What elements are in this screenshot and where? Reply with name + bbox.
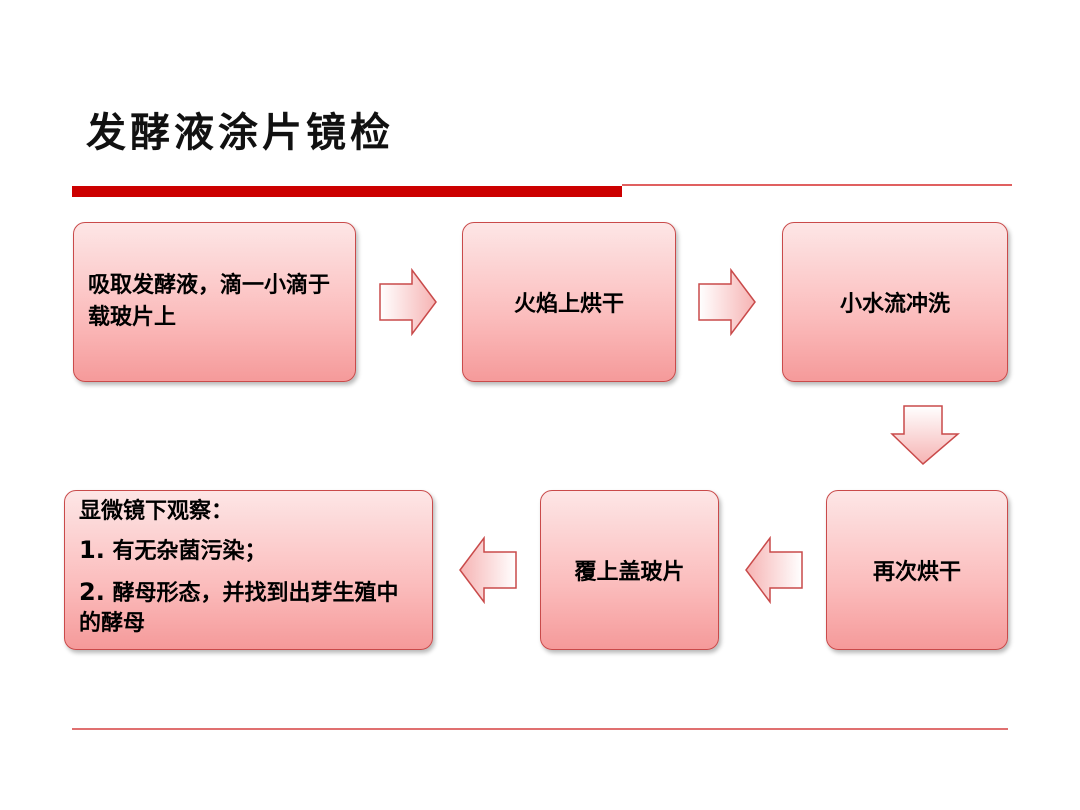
step-box-flame-dry: 火焰上烘干 [462,222,676,382]
step-label-flame-dry: 火焰上烘干 [513,292,624,317]
step-label-cover-slip: 覆上盖玻片 [574,560,685,585]
step-label-draw-liquid: 吸取发酵液，滴一小滴于载玻片上 [88,273,331,330]
down-arrow [890,405,960,466]
observe-item-1-text: 有无杂菌污染； [112,539,267,564]
step-box-draw-liquid: 吸取发酵液，滴一小滴于载玻片上 [73,222,356,382]
footer-divider [72,728,1008,730]
observe-item-2-text: 酵母形态，并找到出芽生殖中的酵母 [79,581,399,636]
left-arrow-2 [459,536,517,604]
slide-title: 发酵液涂片镜检 [86,109,394,156]
title-underline-thin [622,184,1012,186]
title-underline-thick [72,186,622,197]
right-arrow-2 [698,268,756,336]
left-arrow-1 [745,536,803,604]
step-label-rinse: 小水流冲洗 [839,292,950,317]
step-box-observe: 显微镜下观察： 1. 有无杂菌污染； 2. 酵母形态，并找到出芽生殖中的酵母 [64,490,433,650]
step-label-dry-again: 再次烘干 [872,560,961,585]
observe-item-2-number: 2. [79,578,105,606]
step-box-cover-slip: 覆上盖玻片 [540,490,719,650]
observe-heading: 显微镜下观察： [79,499,234,524]
step-box-rinse: 小水流冲洗 [782,222,1008,382]
right-arrow-1 [379,268,437,336]
observe-item-1-number: 1. [79,536,105,564]
observe-item-1: 1. 有无杂菌污染； [79,535,418,567]
observe-item-2: 2. 酵母形态，并找到出芽生殖中的酵母 [79,577,418,639]
step-box-dry-again: 再次烘干 [826,490,1008,650]
